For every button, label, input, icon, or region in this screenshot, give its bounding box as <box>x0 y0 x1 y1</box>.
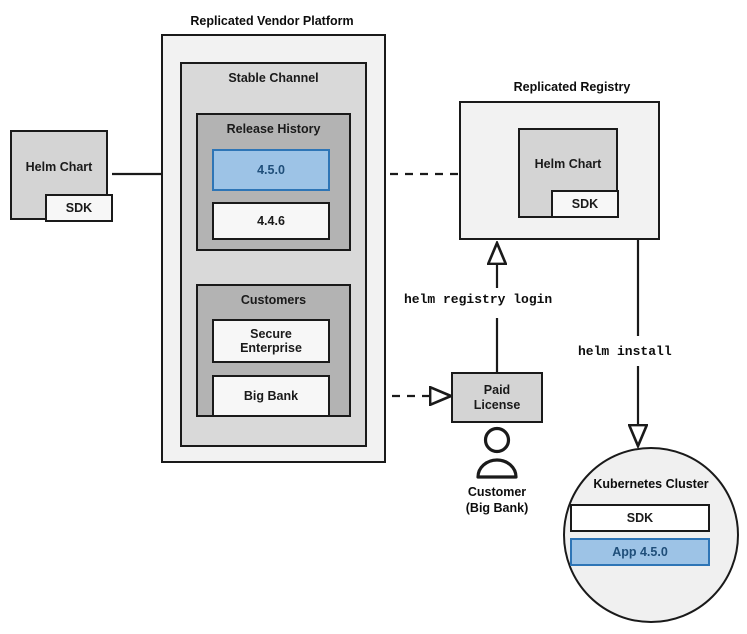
cluster-item-sdk[interactable]: SDK <box>570 504 710 532</box>
paid-license-line2: License <box>473 397 521 412</box>
release-history-label: Release History <box>226 122 321 136</box>
customer-item-big-bank[interactable]: Big Bank <box>212 375 330 417</box>
registry-helm-chart-label: Helm Chart <box>534 156 602 171</box>
kubernetes-cluster-circle <box>563 447 739 623</box>
customers-label: Customers <box>240 293 307 307</box>
source-helm-chart-label: Helm Chart <box>25 159 93 174</box>
kubernetes-cluster-label: Kubernetes Cluster <box>593 477 709 491</box>
registry-sdk-label: SDK <box>571 196 599 211</box>
cluster-item-label: SDK <box>626 510 654 525</box>
registry-title: Replicated Registry <box>513 80 631 94</box>
customer-name-line1: Secure <box>250 326 292 341</box>
customer-actor-line2: (Big Bank) <box>465 500 529 515</box>
customer-name-line2: Enterprise <box>240 341 302 355</box>
paid-license-box[interactable]: Paid License <box>451 372 543 423</box>
customer-actor-line1: Customer <box>467 485 527 499</box>
helm-registry-login-label: helm registry login <box>404 292 553 307</box>
cluster-item-app[interactable]: App 4.5.0 <box>570 538 710 566</box>
helm-install-label: helm install <box>578 344 672 359</box>
customer-name-label: Big Bank <box>243 388 299 403</box>
source-sdk-label: SDK <box>65 200 93 215</box>
registry-sdk-box[interactable]: SDK <box>551 190 619 218</box>
release-version-label: 4.4.6 <box>257 213 285 228</box>
customer-item-secure-enterprise[interactable]: Secure Enterprise <box>212 319 330 363</box>
cluster-item-label: App 4.5.0 <box>612 544 668 559</box>
platform-title: Replicated Vendor Platform <box>190 14 354 28</box>
release-version-label: 4.5.0 <box>257 162 285 177</box>
paid-license-line1: Paid <box>483 383 511 398</box>
release-item-450[interactable]: 4.5.0 <box>212 149 330 191</box>
customer-actor-label: Customer (Big Bank) <box>432 485 562 516</box>
release-item-446[interactable]: 4.4.6 <box>212 202 330 240</box>
stable-channel-label: Stable Channel <box>228 71 319 85</box>
source-sdk-box[interactable]: SDK <box>45 194 113 222</box>
